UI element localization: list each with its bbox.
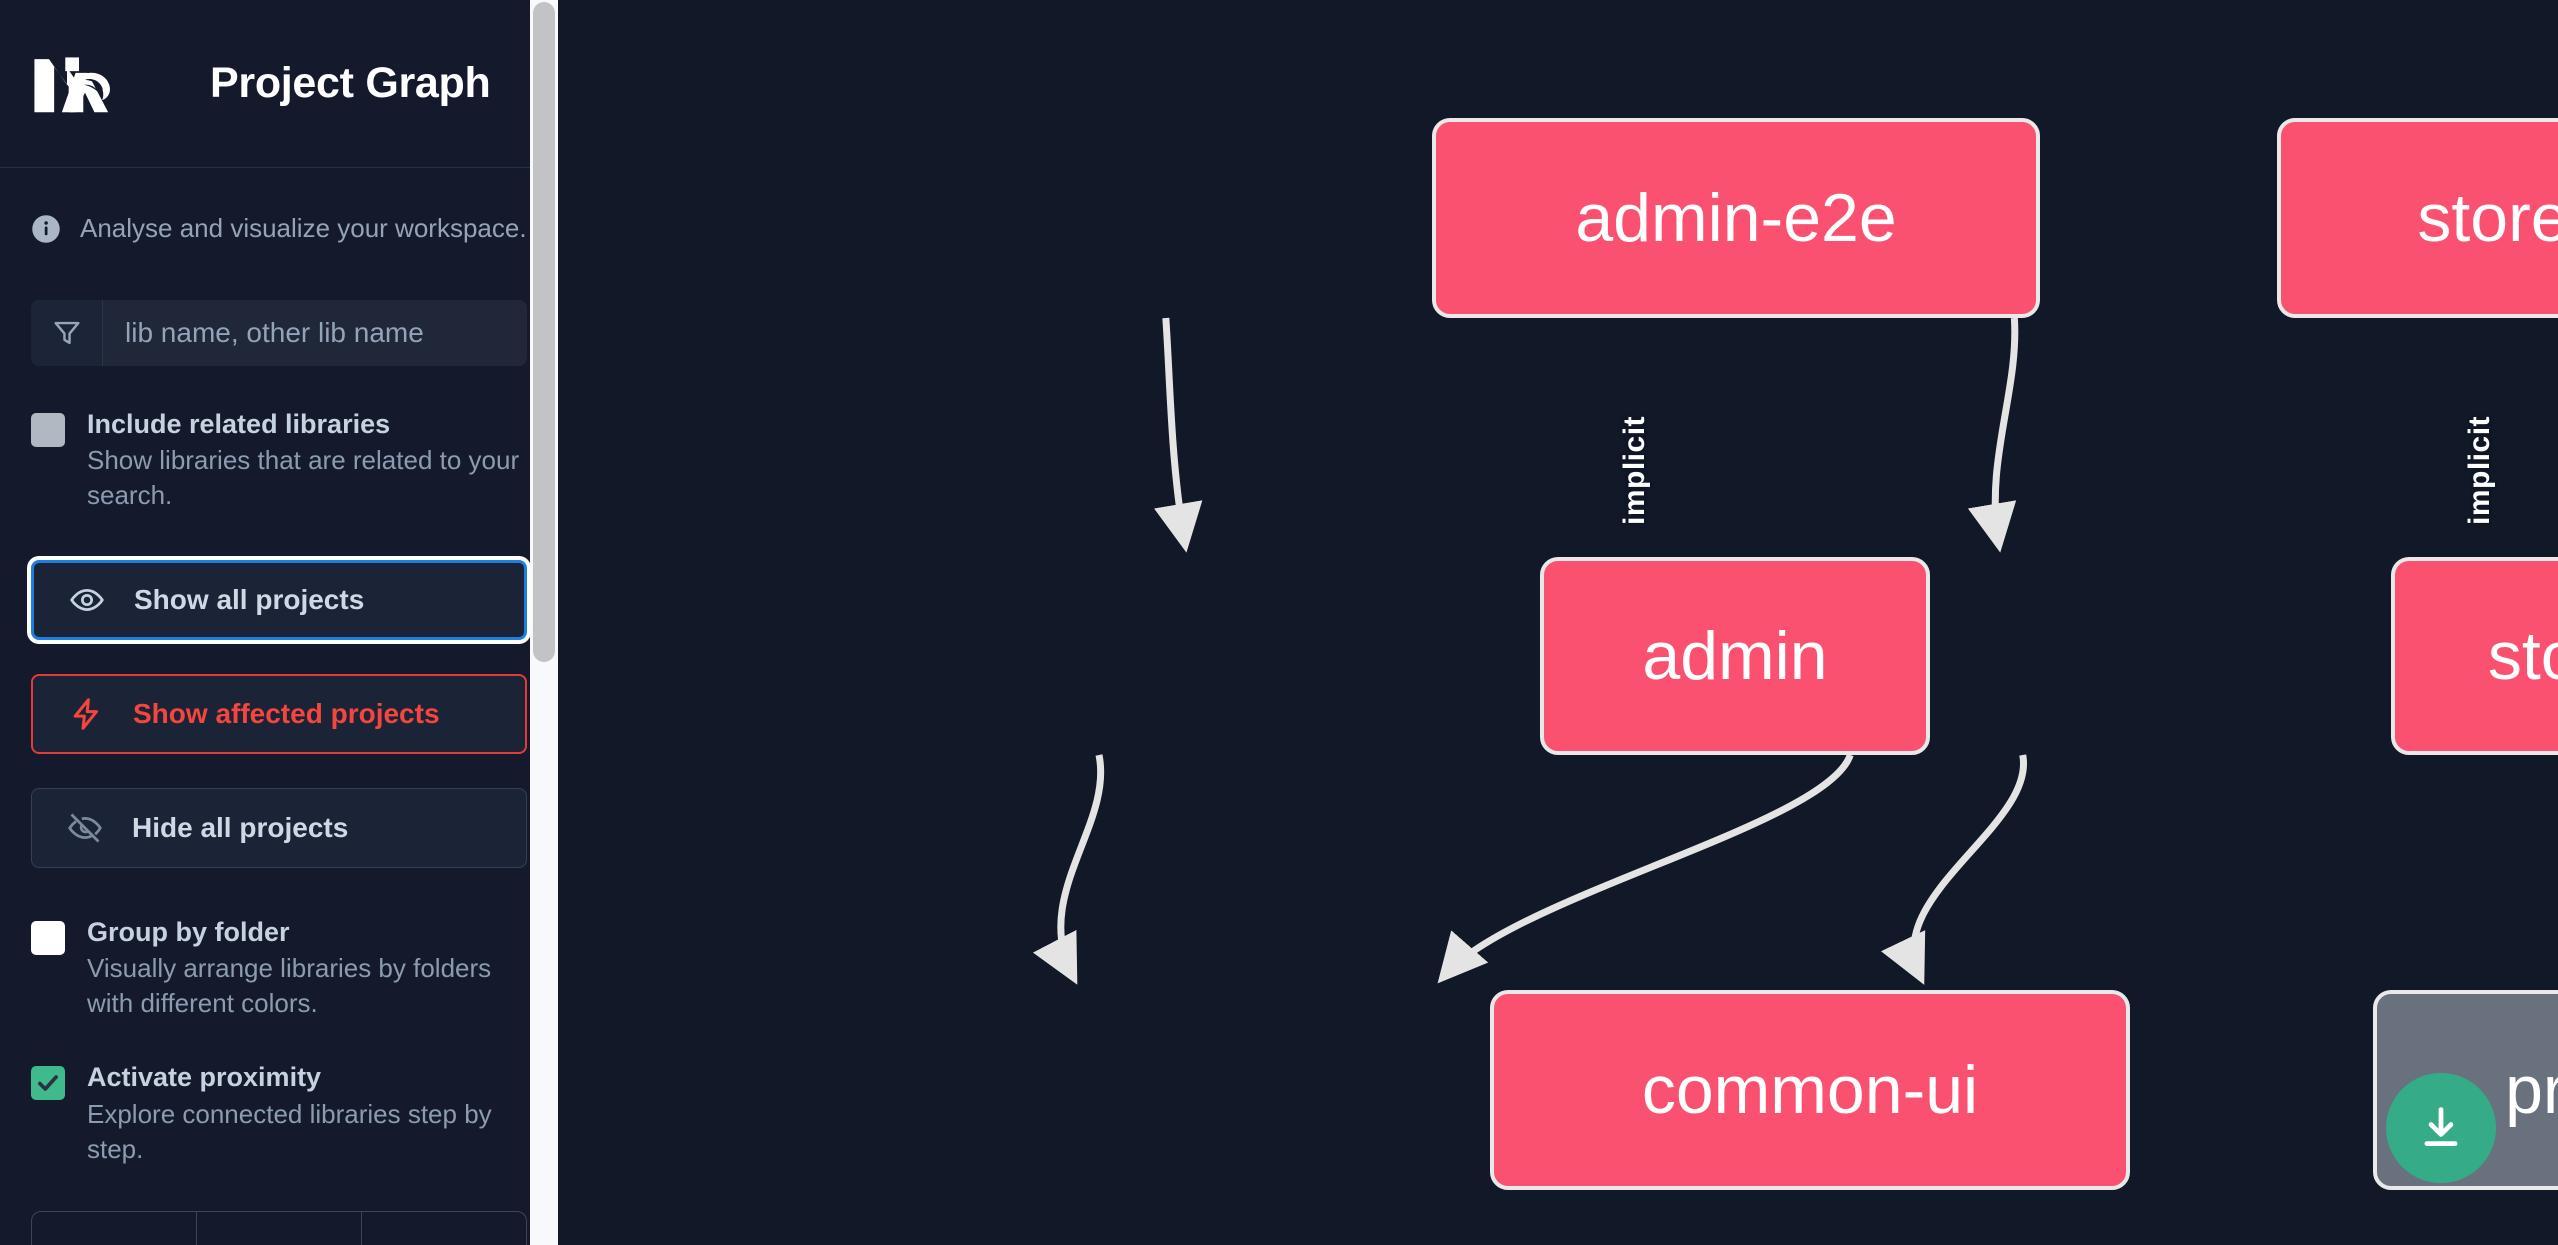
nx-logo-icon: [31, 54, 127, 114]
download-graph-button[interactable]: [2386, 1073, 2496, 1183]
download-icon: [2424, 1107, 2458, 1146]
sidebar-scrollbar-thumb[interactable]: [533, 2, 555, 662]
checkbox-label-include-related-libraries: Include related libraries: [87, 409, 391, 439]
checkbox-desc-group-by-folder: Visually arrange libraries by folders wi…: [87, 952, 492, 1019]
graph-node-label-store: store: [2487, 618, 2558, 694]
sidebar: Project Graph Analyse and visualize your…: [0, 0, 558, 1245]
edge-label-implicit-admin: implicit: [1618, 415, 1651, 525]
graph-node-common-ui[interactable]: common-ui: [1490, 990, 2130, 1190]
graph-node-label-common-ui: common-ui: [1641, 1052, 1979, 1128]
search-input[interactable]: [103, 300, 527, 366]
page-title: Project Graph: [210, 59, 491, 107]
sidebar-header: Project Graph: [0, 0, 558, 168]
checkbox-desc-activate-proximity: Explore connected libraries step by step…: [87, 1098, 492, 1164]
checkbox-label-activate-proximity: Activate proximity: [87, 1062, 322, 1093]
project-action-buttons: Show all projects Show affected projects: [31, 559, 527, 868]
graph-node-store-e2e[interactable]: store-e2e: [2277, 118, 2558, 318]
edge-store-e2e-to-store: [1967, 317, 2019, 553]
checkbox-label-group-by-folder: Group by folder: [87, 916, 290, 947]
info-text: Analyse and visualize your workspace.: [80, 213, 527, 243]
checkbox-activate-proximity[interactable]: Activate proximity Explore connected lib…: [31, 1061, 527, 1167]
edge-admin-e2e-to-admin: [1154, 317, 1203, 553]
graph-node-store[interactable]: store: [2391, 557, 2558, 755]
eye-off-icon: [66, 809, 104, 847]
graph-node-label-admin: admin: [1642, 618, 1828, 694]
check-icon: [38, 1075, 58, 1091]
edge-label-implicit-store: implicit: [2463, 415, 2496, 525]
segment-3[interactable]: [362, 1212, 526, 1245]
graph-node-admin-e2e[interactable]: admin-e2e: [1432, 118, 2040, 318]
lightning-bolt-icon: [67, 695, 105, 733]
show-all-projects-label: Show all projects: [134, 583, 365, 615]
graph-node-admin[interactable]: admin: [1540, 557, 1930, 755]
show-affected-projects-button[interactable]: Show affected projects: [31, 673, 527, 754]
hide-all-projects-label: Hide all projects: [132, 811, 349, 843]
edge-store-to-products: [1881, 754, 2027, 985]
edge-store-to-common-ui: [1437, 753, 1854, 984]
checkbox-include-related-libraries[interactable]: Include related libraries Show libraries…: [31, 408, 527, 514]
checkbox-box-include-related-libraries[interactable]: [31, 413, 65, 447]
checkbox-desc-include-related-libraries: Show libraries that are related to your …: [87, 445, 520, 511]
eye-icon: [68, 581, 106, 619]
sidebar-body: Analyse and visualize your workspace. In…: [0, 168, 558, 1167]
segmented-control[interactable]: [31, 1211, 527, 1245]
show-affected-projects-label: Show affected projects: [133, 697, 440, 729]
graph-node-label-store-e2e: store-e2e: [2417, 180, 2558, 256]
show-all-projects-button[interactable]: Show all projects: [31, 559, 527, 640]
search-field[interactable]: [31, 300, 527, 366]
info-banner: Analyse and visualize your workspace.: [31, 168, 527, 244]
filter-icon: [31, 300, 103, 366]
info-icon: [31, 214, 61, 244]
checkbox-group-by-folder[interactable]: Group by folder Visually arrange librari…: [31, 916, 527, 1022]
checkbox-box-group-by-folder[interactable]: [31, 920, 65, 955]
segment-2[interactable]: [197, 1212, 362, 1245]
sidebar-scrollbar[interactable]: [530, 0, 558, 1245]
hide-all-projects-button[interactable]: Hide all projects: [31, 787, 527, 868]
edge-admin-to-common-ui: [1032, 754, 1105, 985]
graph-canvas[interactable]: implicit implicit admin-e2e store-e2e ad…: [558, 0, 2558, 1245]
graph-node-label-admin-e2e: admin-e2e: [1575, 180, 1897, 256]
checkbox-box-activate-proximity[interactable]: [31, 1066, 65, 1101]
graph-node-label-products: products: [2505, 1052, 2558, 1128]
segment-1[interactable]: [32, 1212, 197, 1245]
